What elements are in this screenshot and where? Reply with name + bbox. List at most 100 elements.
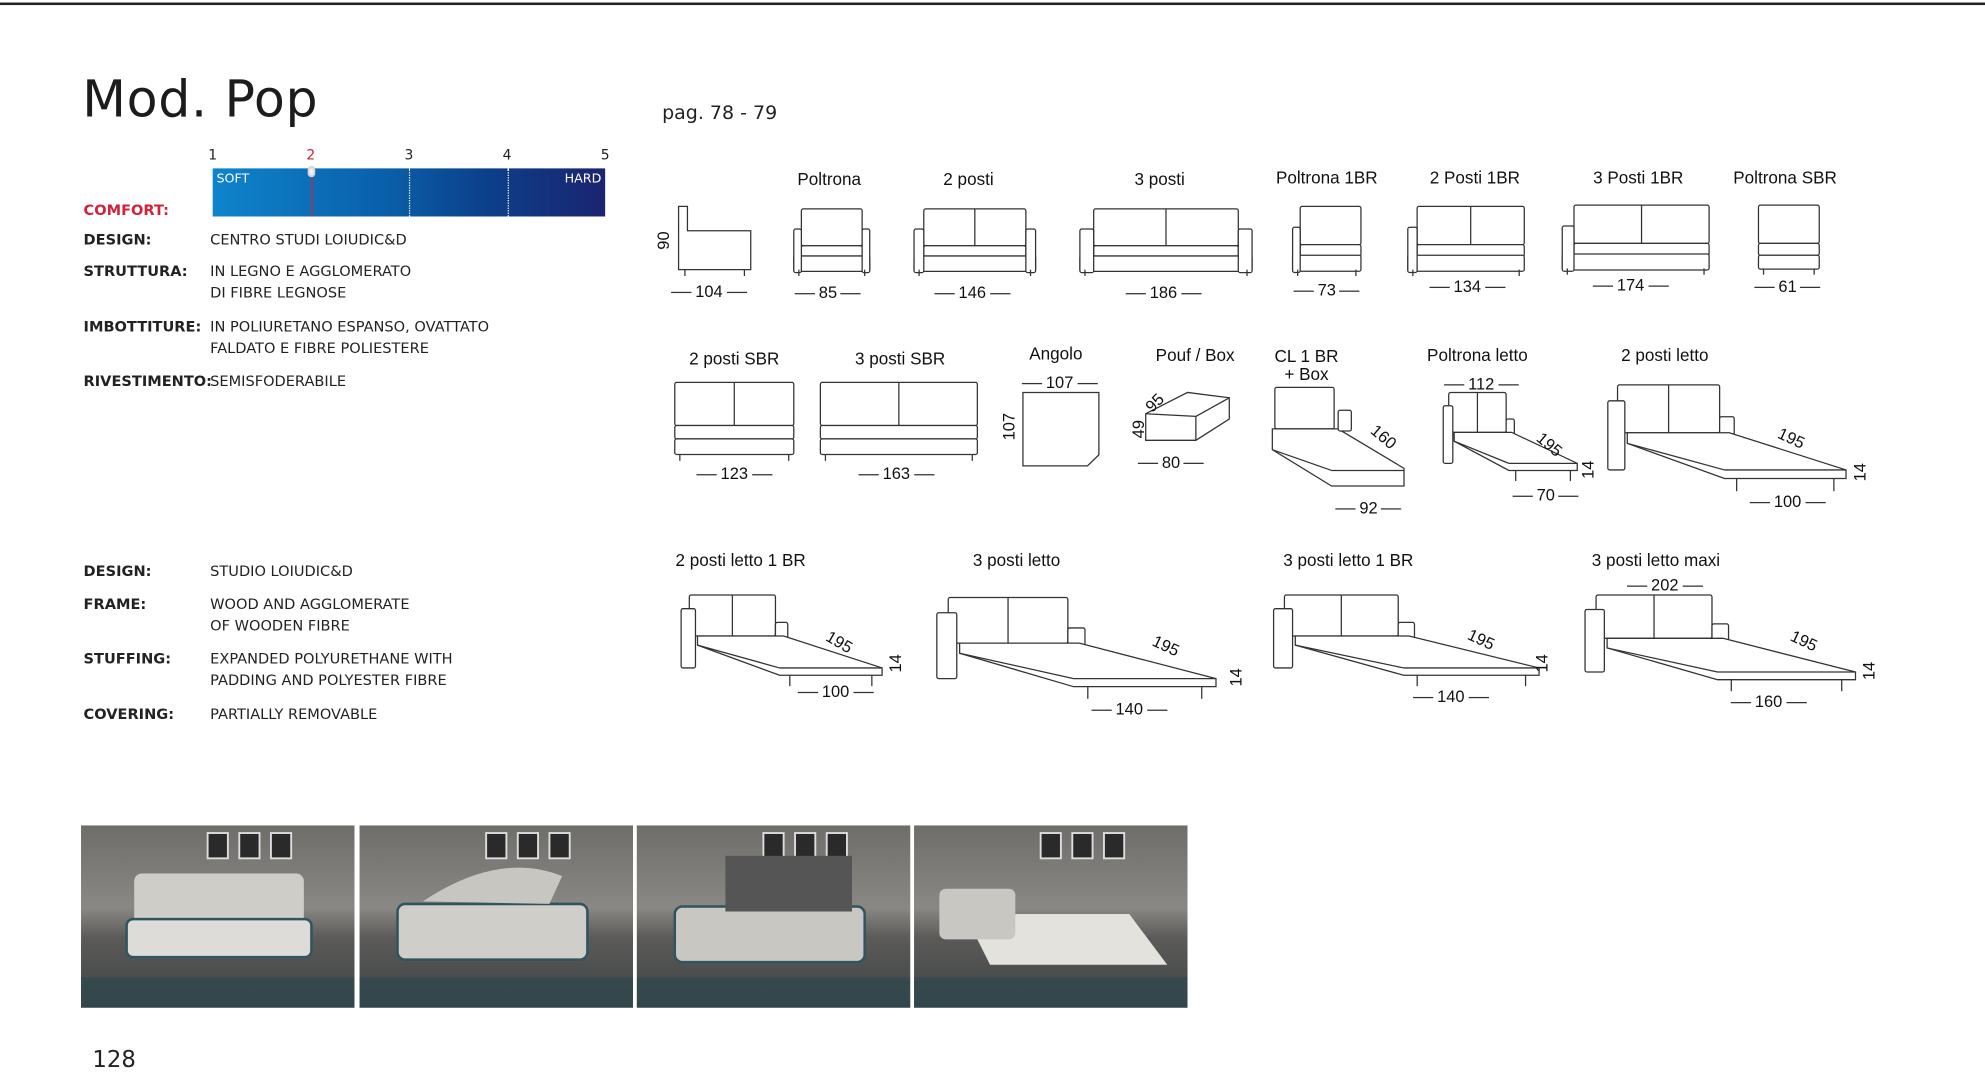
dimension-value: 49: [1128, 420, 1148, 439]
dimension-value: 70: [1509, 486, 1583, 505]
scale-divider: [408, 168, 411, 217]
dimension-value: 85: [791, 283, 865, 302]
diagram-label: 2 posti letto 1 BR: [675, 550, 806, 570]
sofa-outline-bed: [1584, 594, 1857, 692]
sofa-outline-front2: [913, 208, 1037, 276]
spec-key: STRUTTURA:: [83, 262, 188, 280]
sofa-outline-br1: [1291, 205, 1362, 276]
sofa-outline-sbr2: [674, 381, 795, 461]
comfort-tick-4: 4: [502, 146, 512, 164]
dimension-value: 90: [653, 231, 673, 250]
dimension-value: 61: [1751, 277, 1825, 296]
dimension-value: 202: [1623, 575, 1706, 594]
sofa-outline-bed: [680, 594, 883, 687]
spec-value: CENTRO STUDI LOIUDIC&D: [210, 230, 407, 249]
sofa-outline-chaise: [1271, 386, 1405, 487]
spec-value: EXPANDED POLYURETHANE WITH PADDING AND P…: [210, 649, 453, 689]
diagram-label: 3 posti: [1134, 169, 1185, 189]
comfort-marker-knob: [307, 165, 315, 178]
sofa-outline-side: [677, 205, 752, 276]
diagram-label: 2 Posti 1BR: [1429, 168, 1521, 188]
dimension-value: 80: [1134, 453, 1208, 472]
dimension-value: 73: [1290, 280, 1364, 299]
dimension-value: 100: [1746, 492, 1829, 511]
dimension-value: 92: [1332, 498, 1406, 517]
sofa-photo-shape: [636, 832, 911, 1008]
top-divider: [0, 2, 1985, 6]
dimension-value: 123: [693, 464, 776, 483]
diagram-label: 3 posti letto: [972, 550, 1061, 570]
photo-sofa-opening: [359, 825, 633, 1008]
spec-key: DESIGN:: [83, 230, 152, 249]
sofa-outline-front: [793, 208, 871, 276]
dimension-value: 174: [1589, 275, 1672, 294]
spec-value: STUDIO LOIUDIC&D: [210, 562, 353, 580]
diagram-label: CL 1 BR + Box: [1274, 346, 1339, 384]
dimension-value: 186: [1122, 283, 1205, 302]
diagram-label: Pouf / Box: [1155, 345, 1235, 365]
spec-key: RIVESTIMENTO:: [83, 372, 212, 390]
spec-key: IMBOTTITURE:: [83, 317, 202, 336]
comfort-tick-2: 2: [306, 146, 316, 164]
sofa-outline-br2: [1561, 204, 1710, 275]
scale-divider: [507, 168, 509, 217]
spec-value: PARTIALLY REMOVABLE: [210, 705, 378, 723]
comfort-tick-3: 3: [404, 146, 414, 164]
diagram-label: 3 posti letto maxi: [1591, 550, 1721, 570]
sofa-outline-front2: [1079, 208, 1253, 276]
diagram-label: 2 posti SBR: [689, 349, 780, 369]
diagram-label: 3 posti letto 1 BR: [1283, 550, 1414, 570]
dimension-value: 100: [794, 682, 877, 701]
photo-sofa-bed-open: [914, 825, 1188, 1008]
dimension-value: 112: [1440, 374, 1522, 393]
dimension-value: 14: [1578, 460, 1598, 479]
dimension-value: 14: [1226, 668, 1246, 687]
page-reference: pag. 78 - 79: [662, 101, 778, 125]
hard-label: HARD: [564, 172, 602, 187]
sofa-outline-bed: [936, 596, 1217, 699]
dimension-value: 146: [931, 283, 1014, 302]
comfort-label: COMFORT:: [83, 201, 169, 220]
sofa-outline-br2: [1407, 205, 1525, 276]
dimension-value: 14: [1532, 654, 1552, 673]
dimension-value: 107: [999, 412, 1019, 441]
spec-value: WOOD AND AGGLOMERATE OF WOODEN FIBRE: [210, 595, 410, 635]
sofa-outline-sbr2: [819, 381, 978, 461]
sofa-outline-bed: [1607, 384, 1847, 492]
dimension-value: 14: [885, 654, 905, 673]
diagram-label: Poltrona: [797, 169, 862, 189]
sofa-outline-pouf: [1145, 391, 1230, 441]
spec-value: IN POLIURETANO ESPANSO, OVATTATO FALDATO…: [210, 317, 490, 358]
diagram-label: Poltrona letto: [1427, 345, 1528, 365]
dimension-value: 140: [1409, 687, 1492, 706]
dimension-value: 134: [1426, 277, 1509, 296]
dimension-value: 104: [667, 282, 750, 301]
sofa-outline-angolo: [1022, 391, 1100, 467]
dimension-value: 140: [1088, 699, 1171, 718]
spec-key: DESIGN:: [83, 562, 152, 580]
dimension-value: 160: [1727, 692, 1810, 711]
soft-label: SOFT: [216, 172, 250, 187]
spec-value: SEMISFODERABILE: [210, 372, 347, 390]
sofa-outline-bed: [1272, 594, 1540, 687]
spec-key: COVERING:: [83, 705, 175, 723]
sofa-photo-shape: [914, 832, 1188, 1008]
dimension-value: 163: [855, 464, 938, 483]
sofa-photo-shape: [359, 832, 633, 1008]
diagram-label: Poltrona SBR: [1733, 168, 1837, 188]
diagram-label: Poltrona 1BR: [1275, 168, 1378, 188]
comfort-tick-5: 5: [600, 146, 610, 164]
diagram-label: 3 Posti 1BR: [1593, 168, 1684, 188]
comfort-tick-1: 1: [208, 146, 218, 164]
photo-sofa-mechanism: [636, 825, 911, 1008]
dimension-value: 14: [1859, 661, 1879, 681]
diagram-label: 2 posti: [943, 169, 994, 189]
diagram-label: 2 posti letto: [1621, 345, 1709, 365]
comfort-scale-bar: SOFT HARD 1 2 3 4 5: [208, 147, 610, 217]
dimension-value: 107: [1018, 373, 1101, 392]
spec-key: STUFFING:: [83, 649, 172, 668]
page-title: Mod. Pop: [82, 70, 319, 130]
dimension-value: 14: [1850, 463, 1870, 482]
photo-sofa-closed: [81, 825, 355, 1008]
